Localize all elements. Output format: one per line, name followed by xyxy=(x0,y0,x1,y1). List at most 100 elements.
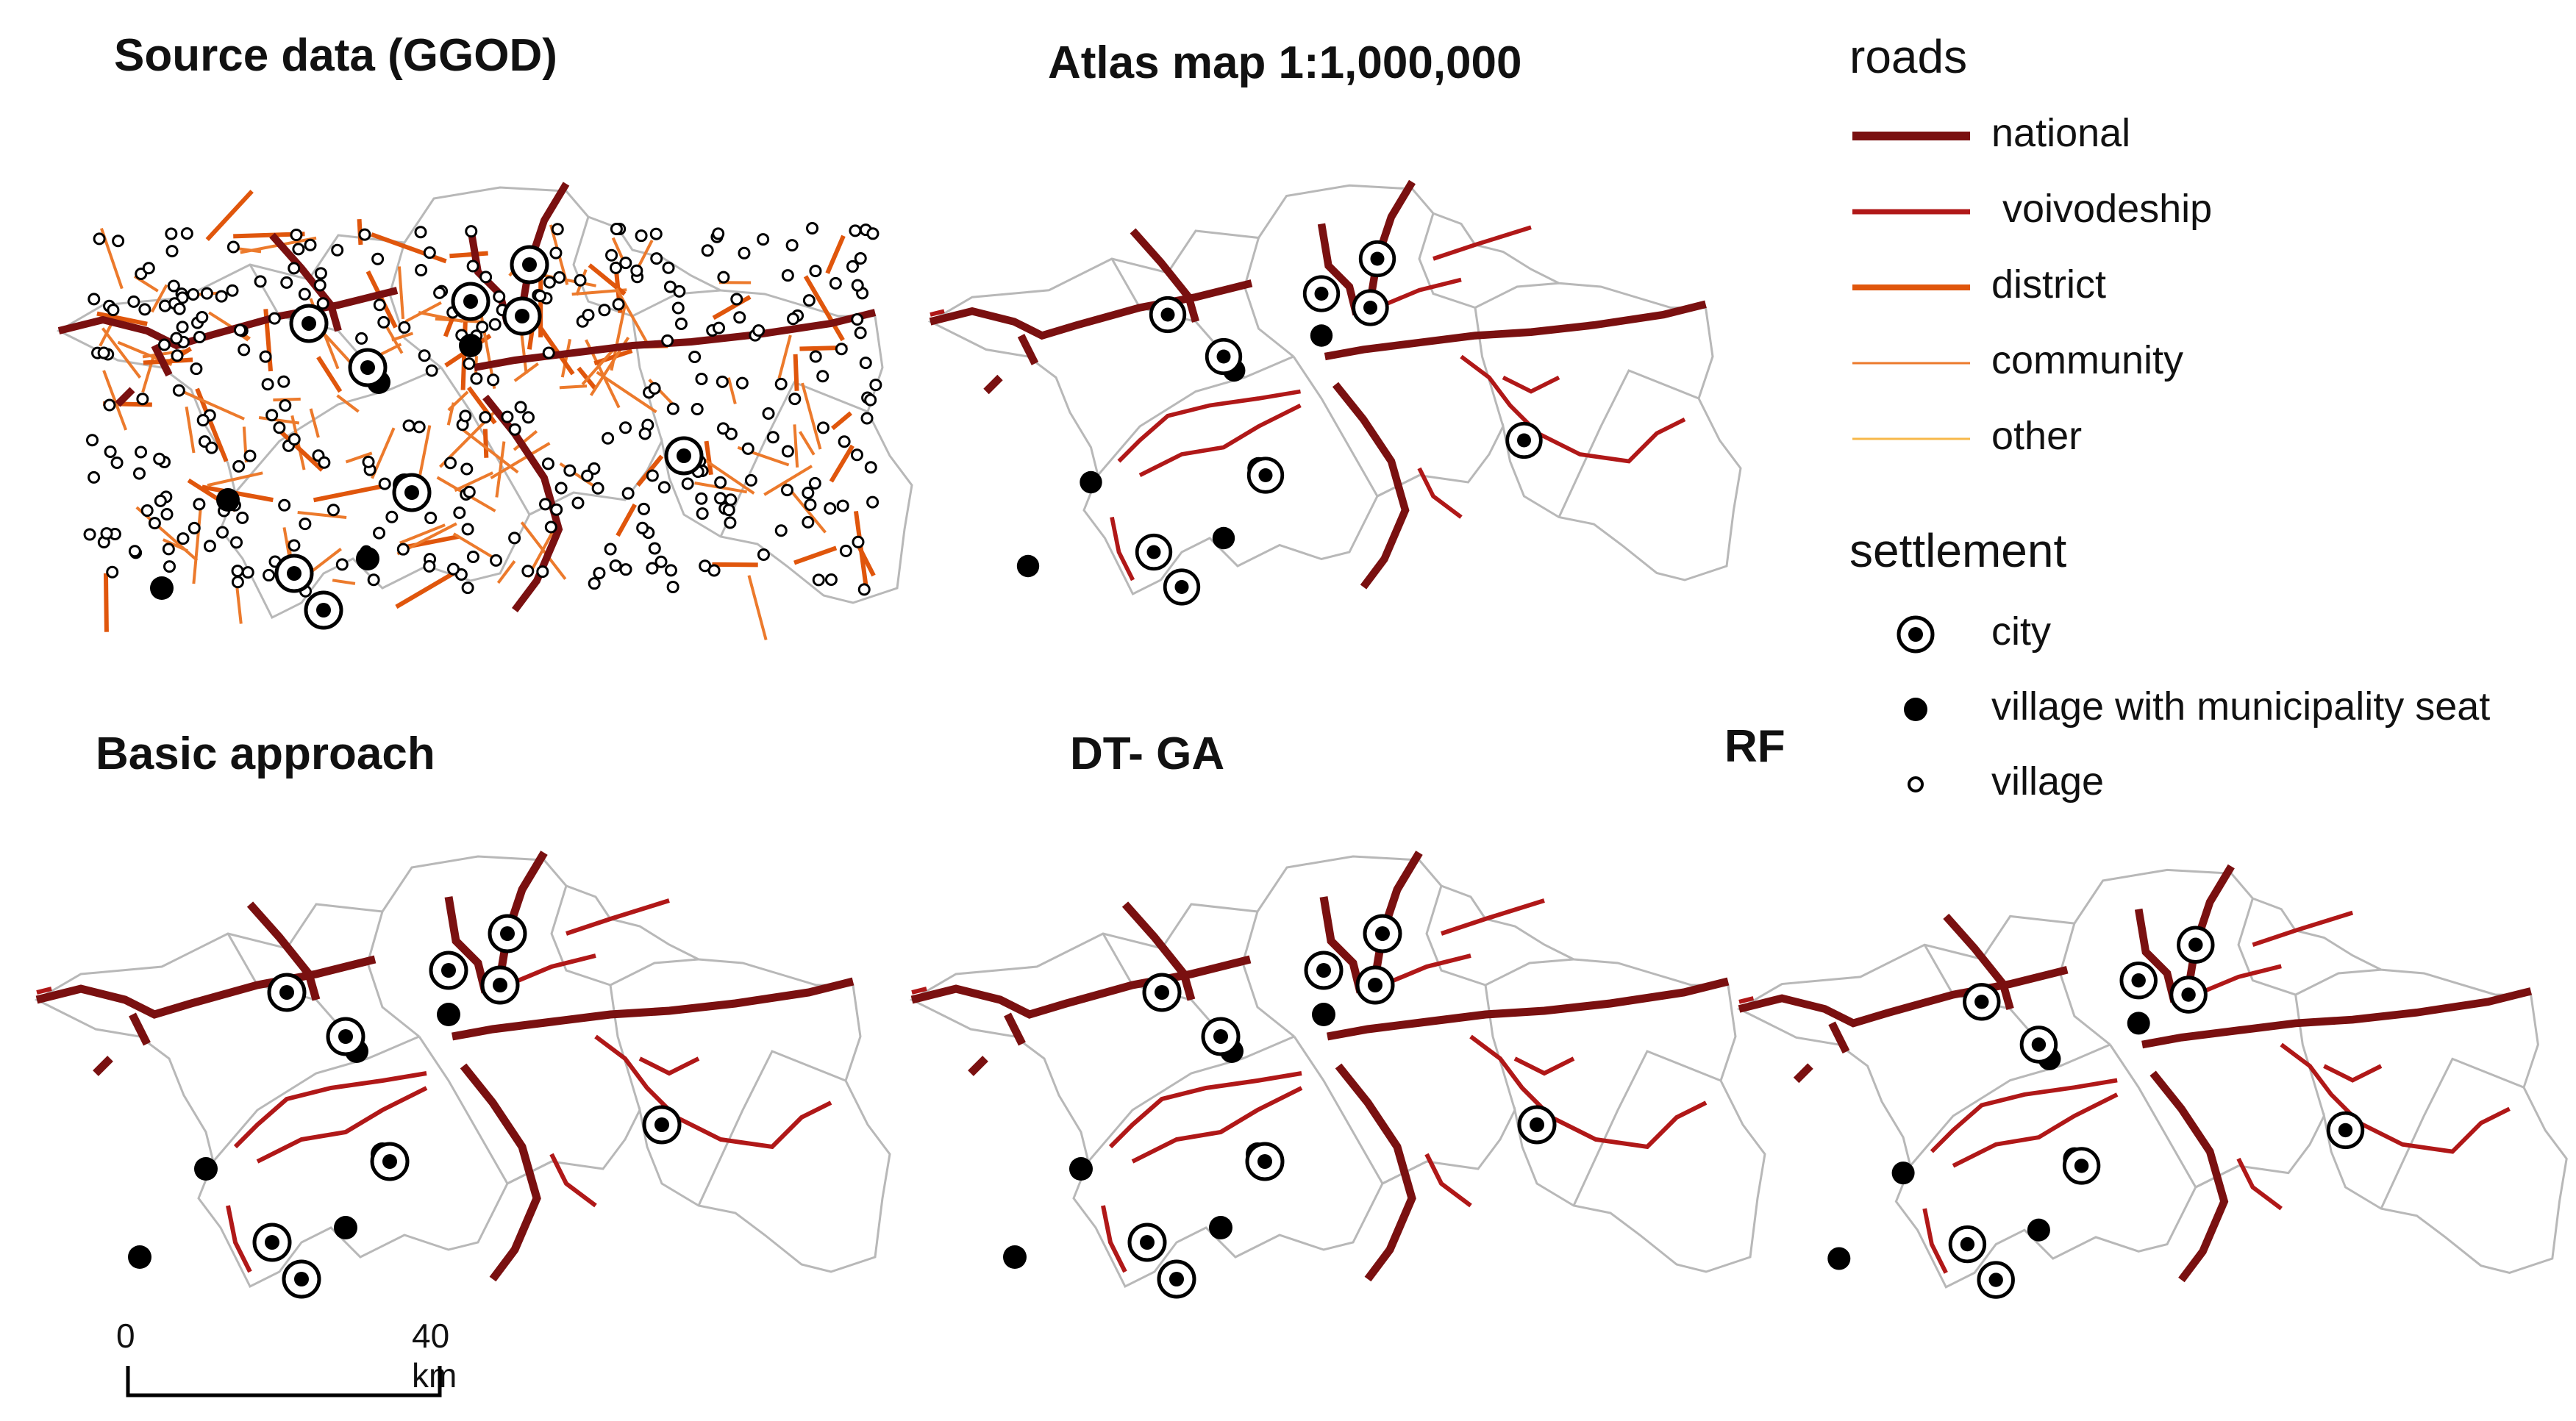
village-marker xyxy=(582,309,595,322)
village-marker xyxy=(128,545,141,558)
village-marker xyxy=(636,521,649,534)
village-marker xyxy=(717,271,730,284)
local-road xyxy=(495,441,506,498)
voivodeship-road xyxy=(549,1153,597,1208)
voivodeship-road xyxy=(565,898,670,936)
village-marker xyxy=(864,393,877,407)
local-road xyxy=(446,402,455,426)
village-marker xyxy=(854,251,867,265)
village-marker xyxy=(671,301,685,315)
local-road xyxy=(454,471,493,493)
local-road xyxy=(825,235,846,274)
city-marker-center xyxy=(1314,287,1329,301)
village-marker xyxy=(688,350,702,363)
voivodeship-road xyxy=(1469,1034,1708,1150)
city-marker-center xyxy=(522,257,537,272)
city-marker-center xyxy=(1169,1272,1184,1286)
village-marker xyxy=(674,318,688,331)
village-marker xyxy=(304,238,317,251)
village-marker xyxy=(288,539,301,552)
municipality-village-marker xyxy=(459,334,482,357)
village-marker xyxy=(648,382,661,395)
district-boundary xyxy=(610,958,699,987)
village-marker xyxy=(490,554,503,567)
city-marker-center xyxy=(279,985,294,1000)
local-road xyxy=(449,251,488,259)
national-road xyxy=(1335,1063,1416,1282)
village-marker xyxy=(331,243,344,257)
village-marker xyxy=(314,267,327,280)
village-marker xyxy=(508,423,521,436)
village-marker xyxy=(661,334,674,347)
municipality-village-marker xyxy=(1310,324,1333,347)
national-road xyxy=(1828,1021,1850,1054)
voivodeship-road xyxy=(1738,996,1755,1004)
local-road xyxy=(418,310,463,323)
village-marker xyxy=(716,375,729,388)
village-marker xyxy=(638,427,652,440)
village-marker xyxy=(716,422,729,435)
village-marker xyxy=(619,421,632,434)
city-icon xyxy=(1897,615,1935,654)
national-road xyxy=(983,374,1003,395)
local-road xyxy=(482,429,489,458)
village-marker xyxy=(638,502,651,515)
municipality-village-marker xyxy=(1312,1003,1335,1026)
village-marker xyxy=(542,346,555,359)
village-marker xyxy=(243,449,257,462)
voivodeship-road xyxy=(1131,1086,1303,1164)
city-marker-center xyxy=(2074,1159,2089,1173)
village-marker xyxy=(86,434,99,447)
village-marker xyxy=(103,398,116,412)
district-boundary xyxy=(234,366,442,493)
village-marker xyxy=(233,323,246,337)
village-marker xyxy=(714,492,727,505)
local-road xyxy=(278,429,324,472)
district-boundary xyxy=(1485,958,1574,987)
local-road xyxy=(150,284,168,313)
village-marker xyxy=(508,531,521,545)
village-marker xyxy=(259,350,272,363)
village-marker xyxy=(588,577,601,590)
city-marker-center xyxy=(677,448,691,463)
city-marker-center xyxy=(404,485,419,500)
national-road xyxy=(151,343,173,377)
local-road xyxy=(712,295,752,321)
village-marker xyxy=(713,321,726,334)
voivodeship-road xyxy=(1502,375,1560,394)
city-marker-center xyxy=(1257,1154,1272,1169)
village-marker xyxy=(860,412,874,425)
village-marker xyxy=(318,456,331,469)
municipality-village-marker xyxy=(1080,470,1102,494)
district-boundary xyxy=(2380,1057,2525,1209)
voivodeship-road xyxy=(1424,1153,1472,1208)
village-marker xyxy=(738,246,751,259)
village-marker xyxy=(662,261,675,274)
village-marker xyxy=(172,384,185,397)
village-marker xyxy=(176,532,190,545)
national-road xyxy=(1371,851,1423,978)
legend-road-community: community xyxy=(1849,330,2570,396)
local-road xyxy=(496,560,516,584)
village-marker xyxy=(574,273,587,287)
village-marker xyxy=(714,476,727,489)
village-marker xyxy=(766,431,779,444)
village-marker xyxy=(279,398,292,412)
village-marker xyxy=(413,420,426,434)
national-road xyxy=(246,901,321,1001)
village-marker xyxy=(226,284,239,297)
village-marker xyxy=(167,279,180,293)
local-road xyxy=(611,237,624,260)
village-marker xyxy=(730,293,743,306)
village-marker xyxy=(466,551,479,564)
village-marker xyxy=(93,232,106,246)
legend-label: other xyxy=(1991,414,2083,458)
local-road xyxy=(596,371,657,414)
village-marker xyxy=(857,583,871,596)
national-road xyxy=(2141,987,2532,1049)
local-road xyxy=(192,509,202,584)
village-marker xyxy=(313,279,327,292)
village-marker xyxy=(762,407,775,420)
legend-label: district xyxy=(1991,262,2107,307)
district-road-icon xyxy=(1852,284,1970,290)
